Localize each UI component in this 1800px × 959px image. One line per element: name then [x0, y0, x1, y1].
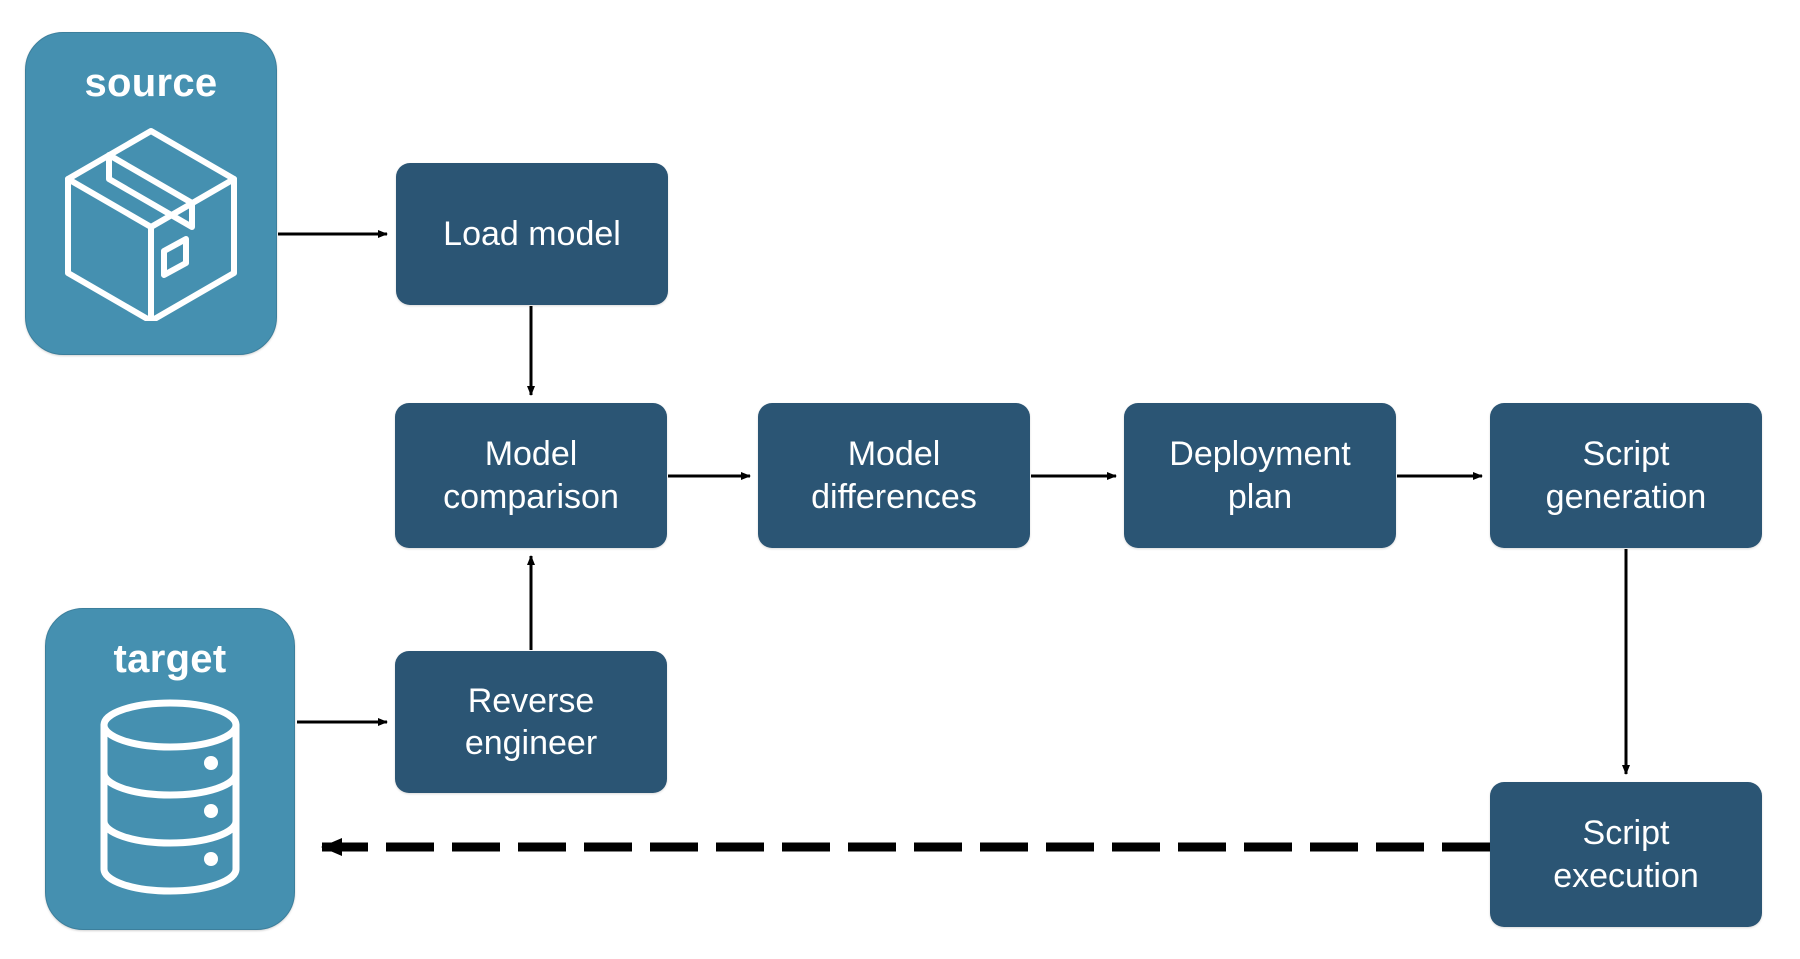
database-cylinder-icon [85, 697, 255, 902]
process-node-load-model[interactable]: Load model [396, 163, 668, 305]
process-node-model-differences[interactable]: Model differences [758, 403, 1030, 548]
endpoint-target-label: target [113, 637, 227, 681]
endpoint-target[interactable]: target [45, 608, 295, 930]
process-node-script-generation[interactable]: Script generation [1490, 403, 1762, 548]
endpoint-source[interactable]: source [25, 32, 277, 355]
endpoint-source-label: source [84, 61, 218, 105]
process-node-deployment-plan[interactable]: Deployment plan [1124, 403, 1396, 548]
package-box-icon [56, 121, 246, 326]
process-node-model-comparison[interactable]: Model comparison [395, 403, 667, 548]
process-node-reverse-engineer[interactable]: Reverse engineer [395, 651, 667, 793]
process-node-script-execution[interactable]: Script execution [1490, 782, 1762, 927]
